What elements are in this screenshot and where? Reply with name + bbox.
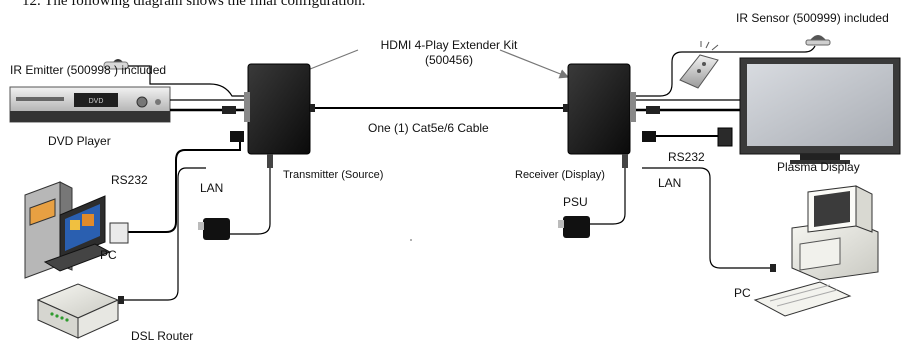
lan-right-label: LAN [658,176,682,190]
remote-control [679,41,719,89]
db9-connector-right [717,127,733,147]
psu-left [203,218,230,240]
rs232-right-label: RS232 [668,150,705,164]
dvd-player-label: DVD Player [48,134,111,148]
pc-left [24,181,112,279]
psu-right [563,216,590,238]
pc-right-label: PC [734,286,751,300]
ir-emitter-label: IR Emitter (500998 ) included [10,63,167,77]
plasma-display [739,57,901,164]
db9-connector-left [109,222,129,244]
dvd-screen-text: DVD [89,98,104,105]
rs232-connector-right [642,131,656,142]
rs232-cable-left [128,142,241,233]
pc-left-label: PC [100,248,117,262]
lan-left-label: LAN [200,181,224,195]
plasma-display-label: Plasma Display [777,160,860,174]
dvd-player [9,86,171,123]
kit-arrow-right [499,49,570,79]
rs232-connector-left [230,131,244,142]
pc-right [753,185,879,317]
transmitter-box [244,63,315,168]
ir-sensor-label: IR Sensor (500999) included [736,11,889,25]
rs232-left-label: RS232 [111,173,148,187]
receiver-box [563,63,636,168]
receiver-label: Receiver (Display) [515,169,605,181]
heading-text: 12. The following diagram shows the fina… [22,0,366,9]
lan-cable-right [642,167,770,269]
kit-code-label: (500456) [424,53,474,67]
dsl-router [36,283,120,339]
ir-sensor-cable [636,45,816,97]
psu-label: PSU [563,195,588,209]
ir-emitter [103,59,244,97]
lan-cable-left [124,167,206,301]
kit-name-label: HDMI 4-Play Extender Kit [380,38,518,52]
cable-label: One (1) Cat5e/6 Cable [368,121,489,135]
transmitter-label: Transmitter (Source) [283,169,384,181]
dsl-router-label: DSL Router [131,329,194,343]
